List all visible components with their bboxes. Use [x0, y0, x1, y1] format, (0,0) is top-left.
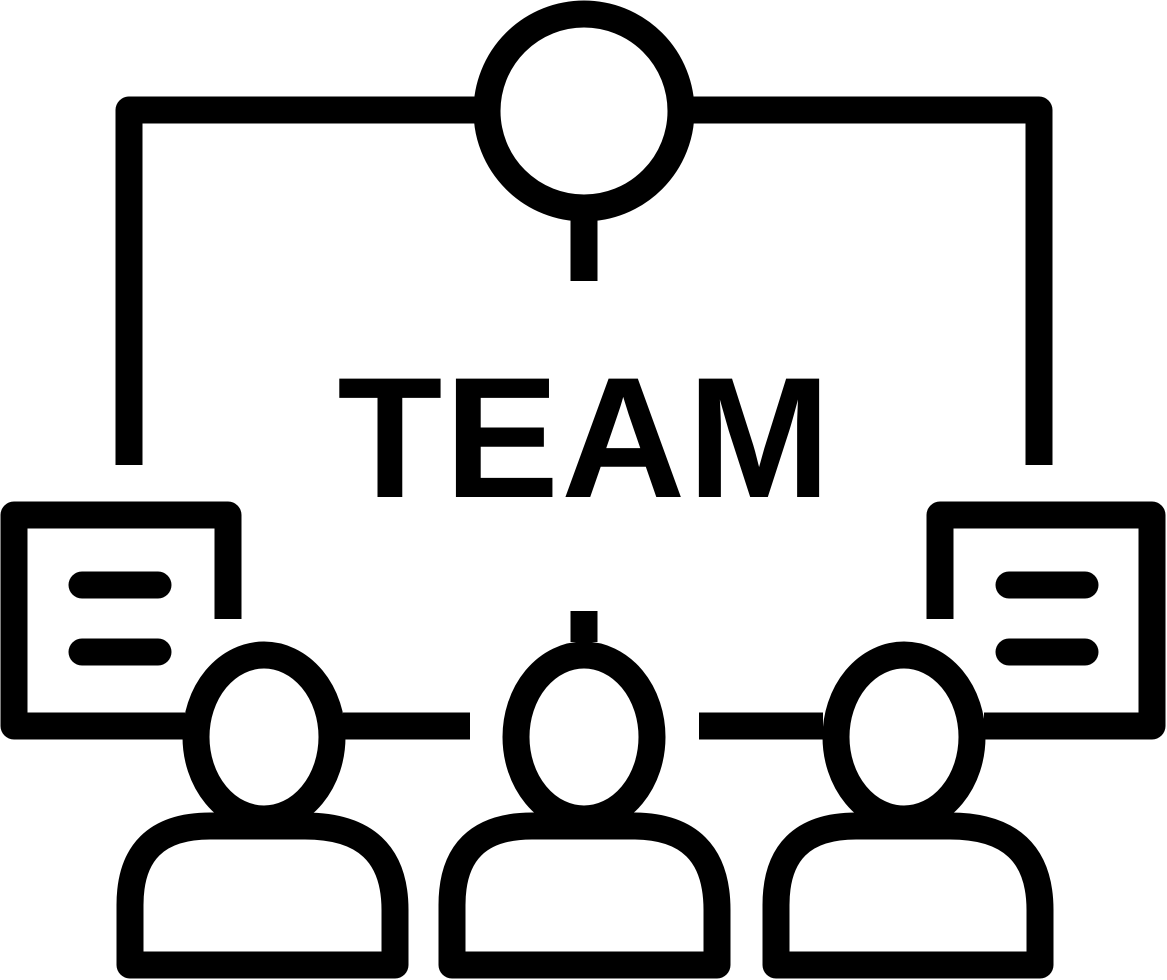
person-icon-left [116, 641, 409, 979]
member-connectors [343, 611, 823, 740]
person-icon-center [438, 641, 731, 979]
document-icon-right [926, 501, 1166, 740]
team-title: TEAM [337, 342, 832, 534]
person-icon-right [762, 641, 1054, 979]
hierarchy-connector [115, 96, 1053, 465]
leader-head-icon [473, 0, 695, 281]
document-icon-left [0, 501, 242, 740]
